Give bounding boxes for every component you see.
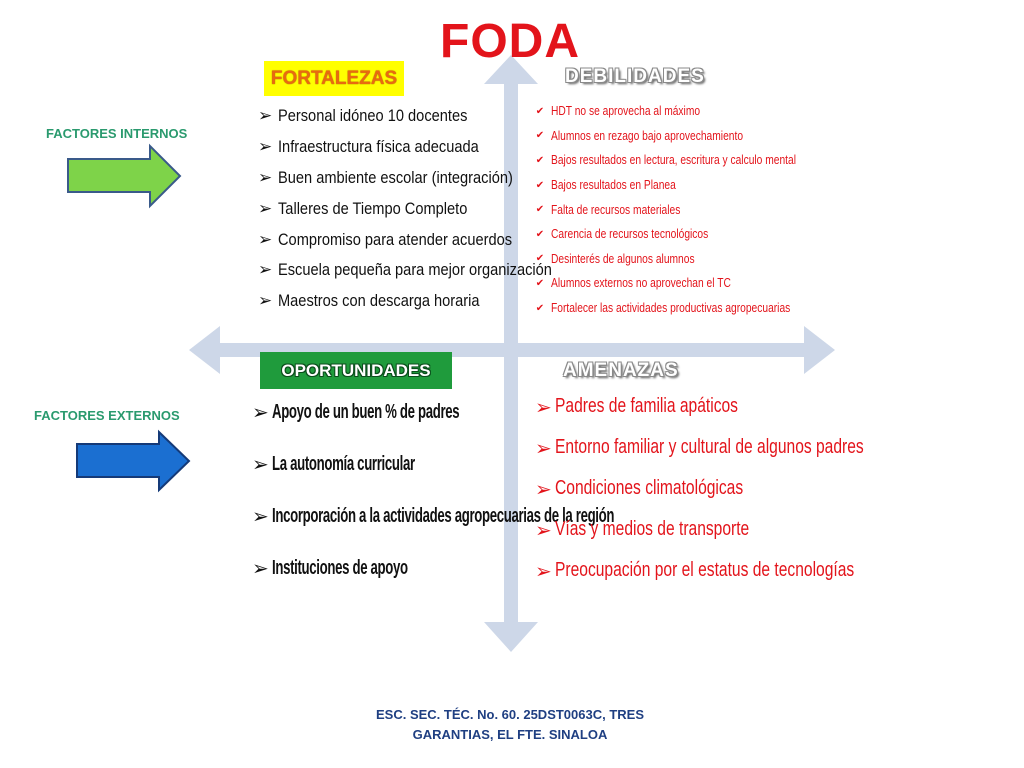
list-item: ➢Instituciones de apoyo [252,556,408,580]
amenazas-heading: AMENAZAS [563,360,679,381]
oportunidades-list: ➢Apoyo de un buen % de padres ➢La autono… [252,386,790,594]
list-item: ➢Talleres de Tiempo Completo [258,198,468,219]
list-item: ✔Bajos resultados en lectura, escritura … [535,153,796,168]
list-item: ➢Maestros con descarga horaria [258,291,480,312]
list-item: ➢Entorno familiar y cultural de algunos … [535,435,864,460]
oportunidades-heading: OPORTUNIDADES [260,352,452,389]
axis-arrow-up [484,55,538,84]
list-item: ✔Alumnos en rezago bajo aprovechamiento [535,128,744,143]
amenazas-list: ➢Padres de familia apáticos ➢Entorno fam… [535,386,951,591]
axis-arrow-down [484,622,538,652]
list-item: ➢Infraestructura física adecuada [258,137,479,158]
page-title: FODA [440,15,580,68]
check-arrow-bullet-icon: ➢ [535,517,552,542]
check-arrow-bullet-icon: ➢ [252,504,269,528]
fortalezas-list: ➢Personal idóneo 10 docentes ➢Infraestru… [258,101,596,317]
list-item: ✔Desinterés de algunos alumnos [535,251,695,266]
check-arrow-bullet-icon: ➢ [252,400,269,424]
check-arrow-bullet-icon: ➢ [258,229,273,250]
list-item: ➢Escuela pequeña para mejor organización [258,260,552,281]
external-factors-arrow [76,429,191,493]
list-item: ➢Buen ambiente escolar (integración) [258,167,513,188]
checkmark-bullet-icon: ✔ [535,204,545,216]
checkmark-bullet-icon: ✔ [535,302,545,314]
checkmark-bullet-icon: ✔ [535,105,545,117]
check-arrow-bullet-icon: ➢ [535,558,552,583]
list-item: ➢Padres de familia apáticos [535,394,738,419]
checkmark-bullet-icon: ✔ [535,154,545,166]
axis-arrow-right [804,326,835,374]
list-item: ➢Condiciones climatológicas [535,476,744,501]
checkmark-bullet-icon: ✔ [535,277,545,289]
check-arrow-bullet-icon: ➢ [258,260,273,281]
check-arrow-bullet-icon: ➢ [258,106,273,127]
debilidades-list: ✔HDT no se aprovecha al máximo ✔Alumnos … [535,99,850,320]
list-item: ➢Compromiso para atender acuerdos [258,229,513,250]
debilidades-heading: DEBILIDADES [565,66,705,87]
list-item: ✔Fortalecer las actividades productivas … [535,301,791,316]
fortalezas-heading: FORTALEZAS [264,61,404,96]
list-item: ✔Carencia de recursos tecnológicos [535,227,709,242]
check-arrow-bullet-icon: ➢ [535,394,552,419]
check-arrow-bullet-icon: ➢ [252,556,269,580]
list-item: ➢Incorporación a la actividades agropecu… [252,504,615,528]
list-item: ➢La autonomía curricular [252,452,415,476]
internal-factors-arrow [67,143,182,209]
check-arrow-bullet-icon: ➢ [258,198,273,219]
checkmark-bullet-icon: ✔ [535,179,545,191]
internal-factors-label: FACTORES INTERNOS [46,126,188,141]
check-arrow-bullet-icon: ➢ [258,137,273,158]
list-item: ✔Falta de recursos materiales [535,202,681,217]
checkmark-bullet-icon: ✔ [535,130,545,142]
list-item: ✔HDT no se aprovecha al máximo [535,104,701,119]
check-arrow-bullet-icon: ➢ [535,476,552,501]
list-item: ➢Apoyo de un buen % de padres [252,400,460,424]
checkmark-bullet-icon: ✔ [535,253,545,265]
list-item: ➢Vías y medios de transporte [535,517,750,542]
axis-arrow-left [189,326,220,374]
school-footer: ESC. SEC. TÉC. No. 60. 25DST0063C, TRES … [330,705,690,745]
list-item: ✔Alumnos externos no aprovechan el TC [535,276,731,291]
list-item: ➢Preocupación por el estatus de tecnolog… [535,558,855,583]
check-arrow-bullet-icon: ➢ [258,291,273,312]
list-item: ➢Personal idóneo 10 docentes [258,106,468,127]
footer-line-1: ESC. SEC. TÉC. No. 60. 25DST0063C, TRES [375,707,645,722]
list-item: ✔Bajos resultados en Planea [535,178,676,193]
check-arrow-bullet-icon: ➢ [252,452,269,476]
check-arrow-bullet-icon: ➢ [258,167,273,188]
external-factors-label: FACTORES EXTERNOS [34,408,180,423]
checkmark-bullet-icon: ✔ [535,228,545,240]
footer-line-2: GARANTIAS, EL FTE. SINALOA [412,727,608,742]
check-arrow-bullet-icon: ➢ [535,435,552,460]
